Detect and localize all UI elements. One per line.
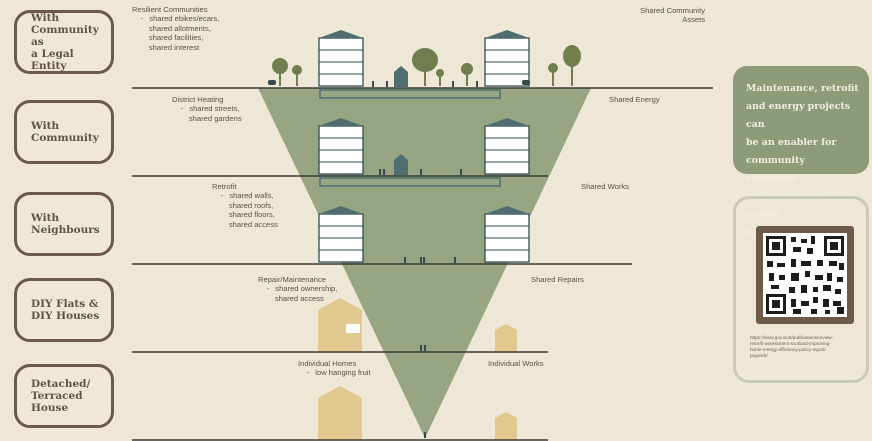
level-pill-neighbours: With Neighbours: [14, 192, 114, 256]
note-resilient-communities: Resilient Communities - shared ebikes/ec…: [132, 5, 220, 52]
level-label: With Neighbours: [31, 212, 100, 236]
note-shared-works: Shared Works: [581, 182, 629, 191]
level-pill-community: With Community: [14, 100, 114, 164]
heat-network-icons: [319, 89, 501, 187]
apartment-roof-icons: [319, 30, 529, 214]
level-label: With Community as a Legal Entity: [31, 12, 99, 72]
note-shared-community-assets: Shared Community Assets: [640, 6, 705, 25]
level-label: DIY Flats & DIY Houses: [31, 298, 100, 322]
qr-code-icon[interactable]: [756, 226, 854, 324]
note-shared-energy: Shared Energy: [609, 95, 660, 104]
level-pill-legal-entity: With Community as a Legal Entity: [14, 10, 114, 74]
note-district-heating: District Heating - shared streets, share…: [172, 95, 242, 123]
level-label: With Community: [31, 120, 99, 144]
people-icons: [268, 80, 530, 438]
level-pill-detached: Detached/ Terraced House: [14, 364, 114, 428]
note-retrofit: Retrofit - shared walls, shared roofs, s…: [212, 182, 278, 229]
note-individual-works: Individual Works: [488, 359, 544, 368]
level-label: Detached/ Terraced House: [31, 378, 91, 414]
note-individual-homes: Individual Homes - low hanging fruit: [298, 359, 371, 378]
level-pill-diy: DIY Flats & DIY Houses: [14, 278, 114, 342]
note-shared-repairs: Shared Repairs: [531, 275, 584, 284]
community-hub-icons: [394, 66, 408, 175]
tree-icons: [272, 45, 581, 86]
level-divider-lines: [132, 87, 713, 441]
reference-url[interactable]: https://www.gov.scot/publications/review…: [750, 335, 834, 358]
individual-house-icons: [318, 298, 517, 440]
note-repair-maintenance: Repair/Maintenance - shared ownership, s…: [258, 275, 338, 303]
apartment-floor-lines: [319, 49, 529, 251]
callout-box: Maintenance, retrofit and energy project…: [733, 66, 869, 238]
reference-card: https://www.gov.scot/publications/review…: [733, 196, 869, 383]
